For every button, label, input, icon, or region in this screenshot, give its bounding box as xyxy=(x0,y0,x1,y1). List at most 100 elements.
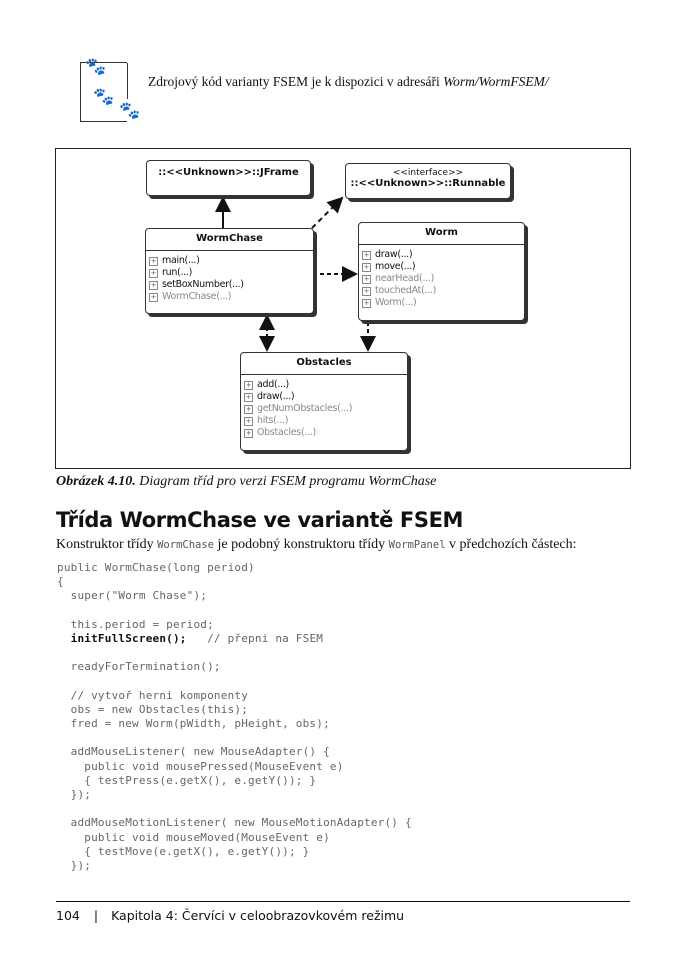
class-diagram xyxy=(55,148,631,469)
operation-label: Worm(...) xyxy=(375,297,417,308)
class-title: WormChase xyxy=(146,229,313,251)
code-text: // vytvoř herni komponenty xyxy=(57,688,249,702)
code-text: { testPress(e.getX(), e.getY()); } xyxy=(57,773,317,787)
code-line xyxy=(57,604,412,618)
caption-text: Diagram tříd pro verzi FSEM programu Wor… xyxy=(135,474,437,489)
code-line: { testMove(e.getX(), e.getY()); } xyxy=(57,845,412,859)
code-line: public void mousePressed(MouseEvent e) xyxy=(57,760,412,774)
caption-label: Obrázek 4.10. xyxy=(56,474,136,489)
expand-icon: + xyxy=(149,256,158,266)
expand-icon: + xyxy=(244,404,253,414)
code-line: }); xyxy=(57,859,412,873)
operation-item: + nearHead(...) xyxy=(362,273,521,285)
operation-item: +run(...) xyxy=(149,267,310,279)
code-text: public WormChase(long period) xyxy=(57,561,255,574)
inline-code: WormPanel xyxy=(388,539,446,551)
operation-item: +main(...) xyxy=(149,255,310,267)
code-text: public void mouseMoved(MouseEvent e) xyxy=(57,830,330,844)
operations-list: +main(...)+run(...)+setBoxNumber(...)+Wo… xyxy=(146,251,313,305)
code-text: addMouseMotionListener( new MouseMotionA… xyxy=(57,816,412,830)
code-line: readyForTermination(); xyxy=(57,660,412,674)
operation-item: + setBoxNumber(...) xyxy=(149,279,310,291)
class-wormchase: WormChase +main(...)+run(...)+setBoxNumb… xyxy=(145,228,314,314)
code-line: this.period = period; xyxy=(57,618,412,632)
operation-item: + touchedAt(...) xyxy=(362,285,521,297)
operation-item: + draw(...) xyxy=(362,249,521,261)
operation-label: move(...) xyxy=(375,261,416,272)
expand-icon: + xyxy=(244,416,253,426)
code-line: super("Worm Chase"); xyxy=(57,589,412,603)
code-line: { xyxy=(57,575,412,589)
para-text: je podobný konstruktoru třídy xyxy=(214,537,389,552)
code-line: addMouseListener( new MouseAdapter() { xyxy=(57,745,412,759)
section-heading: Třída WormChase ve variantě FSEM xyxy=(56,508,464,532)
code-text: obs = new Obstacles(this); xyxy=(57,702,249,716)
operation-label: nearHead(...) xyxy=(375,273,435,284)
code-line: addMouseMotionListener( new MouseMotionA… xyxy=(57,816,412,830)
code-text: this.period = period; xyxy=(57,617,214,631)
code-text: addMouseListener( new MouseAdapter() { xyxy=(57,745,330,759)
expand-icon: + xyxy=(362,274,371,284)
operation-item: +draw(...) xyxy=(244,391,404,403)
paw-prints-icon: 🐾 xyxy=(93,87,115,107)
expand-icon: + xyxy=(362,262,371,272)
operation-item: + Worm(...) xyxy=(362,297,521,309)
expand-icon: + xyxy=(362,286,371,296)
expand-icon: + xyxy=(149,292,158,302)
code-text: { testMove(e.getX(), e.getY()); } xyxy=(57,844,310,858)
operation-item: +add(...) xyxy=(244,379,404,391)
para-text: Konstruktor třídy xyxy=(56,537,158,552)
code-line xyxy=(57,646,412,660)
code-line: }); xyxy=(57,788,412,802)
expand-icon: + xyxy=(362,298,371,308)
operation-label: touchedAt(...) xyxy=(375,285,437,296)
code-line: public void mouseMoved(MouseEvent e) xyxy=(57,831,412,845)
operations-list: +add(...)+draw(...)+getNumObstacles(...)… xyxy=(241,375,407,441)
expand-icon: + xyxy=(149,268,158,278)
note-path: Worm/WormFSEM/ xyxy=(443,74,549,89)
class-title: ::<<Unknown>>::Runnable xyxy=(350,178,506,189)
operations-list: + draw(...) + move(...) + nearHead(...) + touch… xyxy=(359,245,524,311)
class-runnable: <<interface>> ::<<Unknown>>::Runnable xyxy=(345,163,511,199)
class-jframe: ::<<Unknown>>::JFrame xyxy=(146,160,311,196)
code-text: public void mousePressed(MouseEvent e) xyxy=(57,759,344,773)
code-line: { testPress(e.getX(), e.getY()); } xyxy=(57,774,412,788)
code-text: }); xyxy=(57,788,92,801)
diagram-arrows xyxy=(215,196,376,352)
code-text: fred = new Worm(pWidth, pHeight, obs); xyxy=(57,717,330,731)
page-footer: 104|Kapitola 4: Červíci v celoobrazovkov… xyxy=(56,908,404,923)
expand-icon: + xyxy=(149,280,158,290)
footer-rule xyxy=(56,901,630,902)
expand-icon: + xyxy=(362,250,371,260)
expand-icon: + xyxy=(244,428,253,438)
operation-label: setBoxNumber(...) xyxy=(162,279,244,290)
operation-item: + hits(...) xyxy=(244,415,404,427)
paw-prints-icon: 🐾 xyxy=(85,57,107,77)
note-text: Zdrojový kód varianty FSEM je k dispozic… xyxy=(148,74,549,90)
para-text: v předchozích částech: xyxy=(445,537,577,552)
operation-label: draw(...) xyxy=(375,249,413,260)
operation-item: + getNumObstacles(...) xyxy=(244,403,404,415)
footer-separator: | xyxy=(93,908,99,923)
code-text: // přepni na FSEM xyxy=(186,631,324,645)
class-title: Obstacles xyxy=(241,353,407,375)
code-listing: public WormChase(long period){ super("Wo… xyxy=(57,561,412,873)
operation-label: WormChase(...) xyxy=(162,291,232,302)
implements-arrow xyxy=(311,196,344,229)
code-text: }); xyxy=(57,858,92,872)
operation-label: hits(...) xyxy=(257,415,289,426)
section-paragraph: Konstruktor třídy WormChase je podobný k… xyxy=(56,537,577,553)
operation-label: getNumObstacles(...) xyxy=(257,403,353,414)
figure-caption: Obrázek 4.10. Diagram tříd pro verzi FSE… xyxy=(56,474,436,490)
code-line: fred = new Worm(pWidth, pHeight, obs); xyxy=(57,717,412,731)
paw-prints-icon: 🐾 xyxy=(119,101,141,121)
code-line: obs = new Obstacles(this); xyxy=(57,703,412,717)
operation-label: draw(...) xyxy=(257,391,295,402)
chapter-title: Kapitola 4: Červíci v celoobrazovkovém r… xyxy=(111,908,405,923)
class-obstacles: Obstacles +add(...)+draw(...)+getNumObst… xyxy=(240,352,408,451)
code-line: // vytvoř herni komponenty xyxy=(57,689,412,703)
code-bold: initFullScreen(); xyxy=(57,631,187,645)
code-text: super("Worm Chase"); xyxy=(57,589,208,603)
operation-item: +Obstacles(...) xyxy=(244,427,404,439)
expand-icon: + xyxy=(244,380,253,390)
